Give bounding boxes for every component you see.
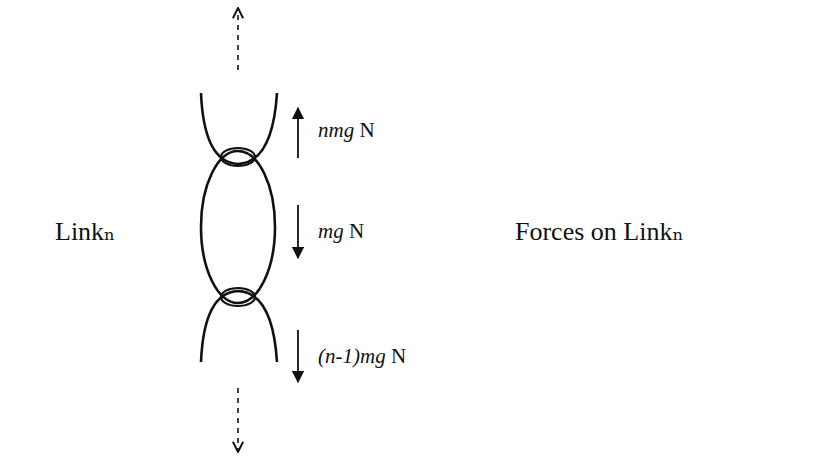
link-n [201,151,275,303]
force-arrow-up [297,108,299,158]
lower-junction [221,288,255,306]
force-label: nmg N [318,119,375,142]
force-arrow-weight [297,205,299,258]
lower-link [201,291,277,362]
force-label: mg N [318,220,364,243]
upper-junction [221,148,255,166]
upper-link [201,93,277,164]
force-label: (n-1)mg N [318,345,406,368]
continuation-down [237,388,239,452]
part-label: Linkₙ [55,218,115,247]
caption-label: Forces on Linkₙ [515,218,684,247]
force-arrow-down [297,330,299,382]
continuation-up [237,8,239,70]
